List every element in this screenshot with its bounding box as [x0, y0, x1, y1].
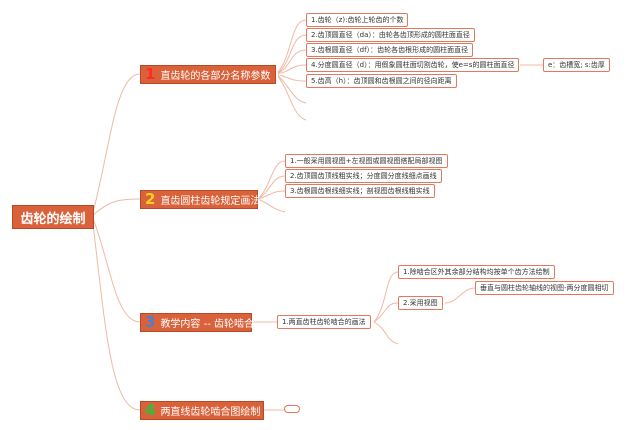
root-label: 齿轮的绘制: [20, 211, 86, 227]
topic-2-child-2[interactable]: 2.齿顶圆齿顶线粗实线；分度圆分度线细点画线: [285, 169, 442, 183]
topic-3-child[interactable]: 1.两直齿柱齿轮啮合的画法: [277, 315, 371, 329]
topic-2[interactable]: 2 直齿圆柱齿轮规定画法: [140, 190, 261, 209]
topic-1-child-1[interactable]: 1.齿轮（z):齿轮上轮齿的个数: [306, 13, 409, 27]
topic-2-child-2-label: 2.齿顶圆齿顶线粗实线；分度圆分度线细点画线: [290, 172, 437, 180]
link-icon[interactable]: [276, 71, 284, 78]
topic-4-label: 两直线齿轮啮合图绘制: [160, 407, 261, 418]
topic-2-child-1-label: 1.一般采用圆视图+左视图或圆视图搭配局部视图: [290, 157, 443, 165]
topic-4-number: 4: [145, 401, 156, 419]
topic-2-child-1[interactable]: 1.一般采用圆视图+左视图或圆视图搭配局部视图: [285, 154, 448, 168]
topic-2-child-3[interactable]: 3.齿根圆齿根线细实线；剖视图齿根线粗实线: [285, 184, 435, 198]
topic-1-child-5[interactable]: 5.齿高（h）：齿顶圆和齿根圆之间的径向距离: [306, 74, 457, 88]
topic-3[interactable]: 3 教学内容 -- 齿轮啮合: [140, 313, 255, 332]
topic-1-child-4-detail[interactable]: e：齿槽宽; s:齿厚: [543, 58, 610, 72]
topic-1-child-2[interactable]: 2.齿顶圆直径（da）：由轮各齿顶形成的圆柱面直径: [306, 28, 475, 42]
topic-2-number: 2: [145, 190, 156, 208]
topic-3-grandchild-2[interactable]: 2.采用视图: [398, 296, 443, 310]
topic-4-child[interactable]: [284, 405, 300, 413]
topic-1-label: 直齿轮的各部分名称参数: [160, 71, 271, 82]
topic-1[interactable]: 1 直齿轮的各部分名称参数: [140, 65, 284, 84]
topic-3-grandchild-1-label: 1.除啮合区外其余部分结构均按单个齿方法绘制: [403, 268, 550, 276]
topic-1-child-3-label: 3.齿根圆直径（df）：齿轮各齿根形成的圆柱面直径: [311, 46, 469, 54]
topic-3-label: 教学内容 -- 齿轮啮合: [160, 319, 255, 330]
topic-1-child-4-label: 4.分度圆直径（d）：用假象圆柱面切割齿轮，使e=s的圆柱面直径: [311, 61, 515, 69]
topic-3-grandchild-2-detail[interactable]: 垂直与圆柱齿轮轴线的视图-两分度圆相切: [475, 281, 614, 295]
topic-3-grandchild-1[interactable]: 1.除啮合区外其余部分结构均按单个齿方法绘制: [398, 265, 555, 279]
topic-3-grandchild-2-detail-label: 垂直与圆柱齿轮轴线的视图-两分度圆相切: [480, 284, 609, 292]
topic-1-child-4[interactable]: 4.分度圆直径（d）：用假象圆柱面切割齿轮，使e=s的圆柱面直径: [306, 58, 520, 72]
topic-1-child-1-label: 1.齿轮（z):齿轮上轮齿的个数: [311, 16, 404, 24]
topic-1-child-2-label: 2.齿顶圆直径（da）：由轮各齿顶形成的圆柱面直径: [311, 31, 470, 39]
topic-1-child-3[interactable]: 3.齿根圆直径（df）：齿轮各齿根形成的圆柱面直径: [306, 43, 474, 57]
topic-3-grandchild-2-label: 2.采用视图: [403, 299, 438, 307]
topic-3-number: 3: [145, 313, 156, 331]
topic-1-child-5-label: 5.齿高（h）：齿顶圆和齿根圆之间的径向距离: [311, 77, 452, 85]
topic-1-number: 1: [145, 65, 156, 83]
topic-1-child-4-detail-label: e：齿槽宽; s:齿厚: [548, 61, 605, 69]
root-node[interactable]: 齿轮的绘制: [12, 205, 94, 229]
topic-4[interactable]: 4 两直线齿轮啮合图绘制: [140, 401, 264, 420]
topic-2-child-3-label: 3.齿根圆齿根线细实线；剖视图齿根线粗实线: [290, 187, 430, 195]
topic-2-label: 直齿圆柱齿轮规定画法: [160, 196, 261, 207]
topic-3-child-label: 1.两直齿柱齿轮啮合的画法: [282, 318, 366, 326]
